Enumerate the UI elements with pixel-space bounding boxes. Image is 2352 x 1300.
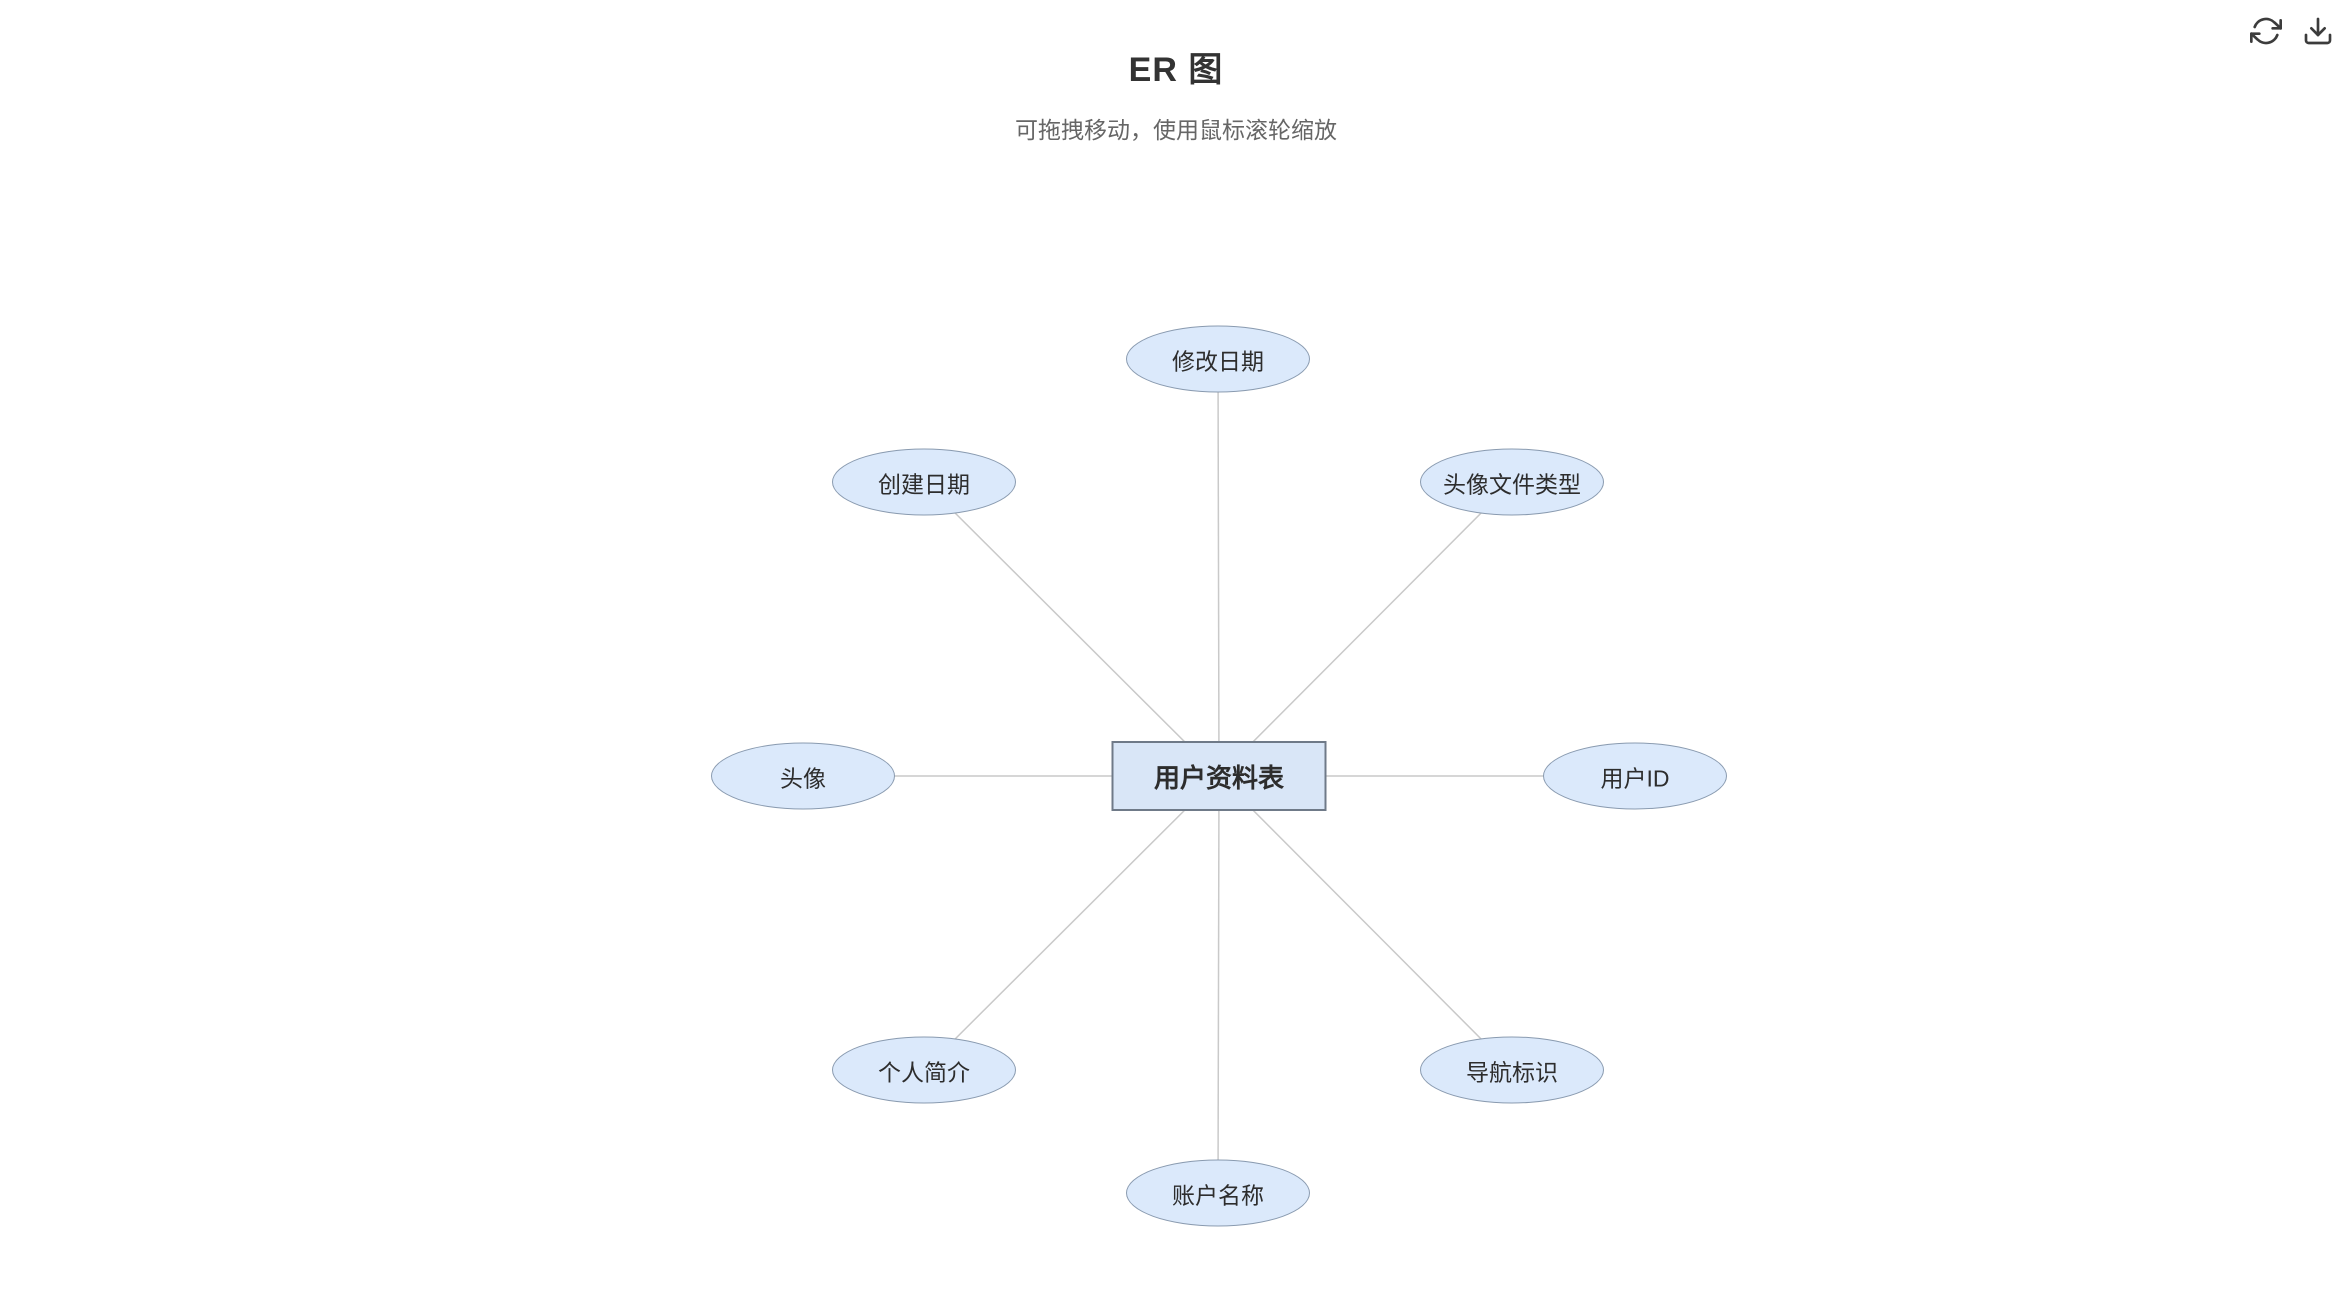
attribute-node-bio[interactable]: 个人简介 bbox=[832, 1036, 1016, 1104]
attribute-label: 头像文件类型 bbox=[1443, 471, 1581, 497]
refresh-icon bbox=[2250, 17, 2282, 45]
entity-node[interactable]: 用户资料表 bbox=[1111, 741, 1327, 811]
attribute-node-nav-id[interactable]: 导航标识 bbox=[1420, 1036, 1604, 1104]
download-icon bbox=[2304, 17, 2332, 45]
attribute-node-avatar[interactable]: 头像 bbox=[711, 742, 895, 810]
edge-line bbox=[1218, 775, 1513, 1071]
attribute-label: 修改日期 bbox=[1172, 348, 1264, 374]
page-subtitle: 可拖拽移动，使用鼠标滚轮缩放 bbox=[1015, 117, 1337, 143]
attribute-label: 创建日期 bbox=[878, 471, 970, 497]
attribute-label: 用户ID bbox=[1600, 765, 1670, 791]
edge-line bbox=[1217, 775, 1220, 1194]
refresh-button[interactable] bbox=[2250, 15, 2282, 47]
attribute-node-user-id[interactable]: 用户ID bbox=[1543, 742, 1727, 810]
download-button[interactable] bbox=[2302, 15, 2334, 47]
attribute-label: 个人简介 bbox=[878, 1059, 970, 1085]
edge-line bbox=[923, 775, 1220, 1071]
attribute-node-create-date[interactable]: 创建日期 bbox=[832, 448, 1016, 516]
edge-line bbox=[1217, 358, 1220, 777]
header: ER 图 可拖拽移动，使用鼠标滚轮缩放 bbox=[0, 0, 2352, 145]
attribute-node-account-name[interactable]: 账户名称 bbox=[1126, 1159, 1310, 1227]
page-title: ER 图 bbox=[1128, 51, 1224, 89]
edge-line bbox=[1218, 481, 1513, 777]
edge-line bbox=[923, 481, 1220, 777]
attribute-node-modified-date[interactable]: 修改日期 bbox=[1126, 325, 1310, 393]
entity-label: 用户资料表 bbox=[1153, 762, 1284, 793]
attribute-node-avatar-file-type[interactable]: 头像文件类型 bbox=[1420, 448, 1604, 516]
attribute-label: 导航标识 bbox=[1466, 1059, 1558, 1085]
attribute-label: 头像 bbox=[780, 765, 826, 791]
attribute-label: 账户名称 bbox=[1172, 1182, 1264, 1208]
toolbar bbox=[2250, 15, 2334, 47]
